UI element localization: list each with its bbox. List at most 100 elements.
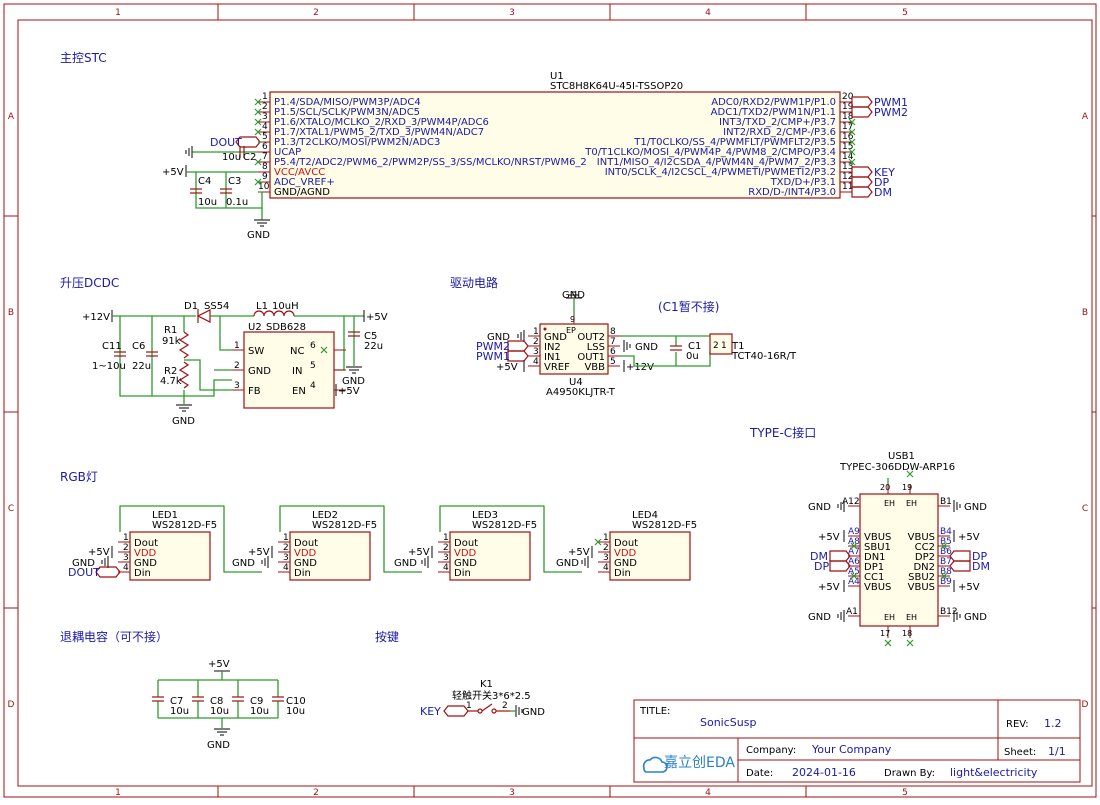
vout-label: +5V — [366, 312, 388, 323]
led-pin-name: VDD — [614, 548, 637, 559]
svg-text:3: 3 — [123, 553, 129, 563]
c11-ref: C11 — [102, 341, 122, 352]
net-label-key: KEY — [874, 166, 895, 179]
c4-ref: C4 — [198, 176, 211, 187]
svg-text:3: 3 — [603, 553, 609, 563]
u1-pin-num: 17 — [842, 122, 853, 132]
led-pin-name: Din — [454, 568, 471, 579]
u4-pin-name: IN2 — [544, 342, 561, 353]
usb-pin-num: A8 — [848, 537, 860, 547]
u1-pin-num: 6 — [262, 142, 268, 152]
usb-pin-name: DP2 — [915, 552, 935, 563]
ruler-labels: 1 2 3 4 5 1 2 3 4 5 A B C D A B C D — [8, 8, 1089, 798]
usb-pin-name: DP1 — [864, 562, 884, 573]
c4-value: 10u — [198, 197, 217, 208]
section-title-dcdc: 升压DCDC — [60, 276, 119, 290]
key-net: KEY — [420, 705, 441, 718]
u2-pin-num: 4 — [310, 381, 316, 391]
led-part: WS2812D-F5 — [312, 520, 377, 531]
u4-pin-num: 6 — [610, 347, 616, 357]
eh-label: EH — [884, 499, 895, 508]
led-part: WS2812D-F5 — [472, 520, 537, 531]
sheet-label: Sheet: — [1004, 747, 1036, 758]
led-gnd: GND — [72, 558, 95, 569]
c6-ref: C6 — [132, 341, 145, 352]
usb-pin-name: SBU1 — [864, 542, 891, 553]
u4-pin-name: GND — [544, 332, 567, 343]
c1-note: (C1暂不接) — [658, 299, 719, 314]
led-pin-name: GND — [134, 558, 157, 569]
r2-ref: R2 — [164, 366, 177, 377]
usb-typec: USB1 TYPEC-306DDW-ARP16 20 19 EH EH 17 1… — [808, 451, 990, 647]
u1-pin-num: 2 — [262, 102, 268, 112]
u2-pin-num: 1 — [234, 341, 240, 351]
u2-ref: U2 — [248, 322, 262, 333]
usb-pin-num: A9 — [848, 527, 860, 537]
led-vcc: +5V — [568, 547, 590, 558]
u1-pin-name: P1.7/XTAL1/PWM5_2/TXD_3/PWM4N/ADC7 — [274, 127, 484, 138]
usb-net-dm: DM — [810, 550, 828, 563]
col-label: 4 — [705, 8, 711, 18]
led-vcc: +5V — [88, 547, 110, 558]
l1-ref: L1 — [256, 301, 268, 312]
usb-pin-name: VBUS — [908, 532, 935, 543]
usb-pin-num: A7 — [848, 547, 860, 557]
t1-ref: T1 — [731, 341, 744, 352]
decap-vcc: +5V — [208, 659, 230, 670]
decap-circuit: +5V GND C7 10u C8 10u C9 10u C10 10u — [152, 659, 306, 751]
cap-value: 10u — [250, 706, 269, 717]
usb-pin-num: A1 — [846, 607, 858, 617]
u1-pin-name: P1.3/T2CLKO/MOSI/PWM2N/ADC3 — [274, 137, 440, 148]
eh-pin-num: 17 — [880, 629, 890, 638]
mcu-support: DOUT 10u C2 +5V C4 10u C3 0.1u GND — [162, 136, 270, 241]
pin1-marker — [543, 327, 547, 331]
u2-pin-num: 2 — [234, 361, 240, 371]
u1-pin-num: 3 — [262, 112, 268, 122]
col-label: 4 — [705, 788, 711, 798]
net-label-pwm1: PWM1 — [874, 96, 908, 109]
c2-ref: C2 — [243, 152, 256, 163]
dcdc-gnd-label: GND — [172, 416, 195, 427]
usb-net-dp: DP — [972, 550, 987, 563]
u4-pin-name: VREF — [544, 362, 570, 373]
usb-pin-num: B5 — [940, 537, 952, 547]
u1-pin-num: 5 — [262, 132, 268, 142]
eh-pin-num: 18 — [902, 629, 912, 638]
usb-pin-num: B9 — [940, 577, 952, 587]
vcc-label: +5V — [162, 167, 184, 178]
led-pin-name: Dout — [134, 538, 158, 549]
svg-text:2: 2 — [123, 543, 129, 553]
u1-pin-num: 10 — [258, 182, 270, 192]
svg-text:1: 1 — [443, 533, 449, 543]
u4-pin-num: 8 — [610, 327, 616, 337]
u4-lss-net: GND — [635, 342, 658, 353]
led-din-net: DOUT — [68, 566, 100, 579]
usb-pin-name: CC1 — [864, 572, 884, 583]
svg-text:3: 3 — [283, 553, 289, 563]
col-label: 1 — [115, 8, 121, 18]
rev-label: REV: — [1006, 719, 1029, 730]
eh-pin-num: 20 — [880, 483, 890, 492]
u1-pin-name: INT3/TXD_2/CMP+/P3.7 — [719, 117, 836, 128]
led-pin-name: GND — [294, 558, 317, 569]
u1-pin-name: P5.4/T2/ADC2/PWM6_2/PWM2P/SS_3/SS/MCLKO/… — [274, 157, 587, 168]
k1-part: 轻触开关3*6*2.5 — [452, 689, 531, 702]
row-label: B — [8, 308, 14, 318]
eh-label: EH — [884, 613, 895, 622]
col-label: 2 — [313, 788, 319, 798]
u1-pin-num: 16 — [842, 132, 854, 142]
usb-part: TYPEC-306DDW-ARP16 — [839, 462, 955, 473]
u1-pin-name: T0/T1CLKO/MOSI_4/PWM4P_4/PWM8_2/CMPO/P3.… — [584, 147, 836, 158]
net-label-dp: DP — [874, 176, 889, 189]
driver-gnd-top: GND — [562, 290, 585, 301]
u4-pin-num: 7 — [610, 337, 616, 347]
u4-pin-name: IN1 — [544, 352, 561, 363]
sheet-border — [3, 3, 1097, 798]
u4-pin-name: VBB — [584, 362, 605, 373]
u4-pin-name: LSS — [587, 342, 605, 353]
u1-pin-name: ADC1/TXD2/PWM1N/P1.1 — [711, 107, 836, 118]
usb-pin-num: A4 — [848, 577, 860, 587]
